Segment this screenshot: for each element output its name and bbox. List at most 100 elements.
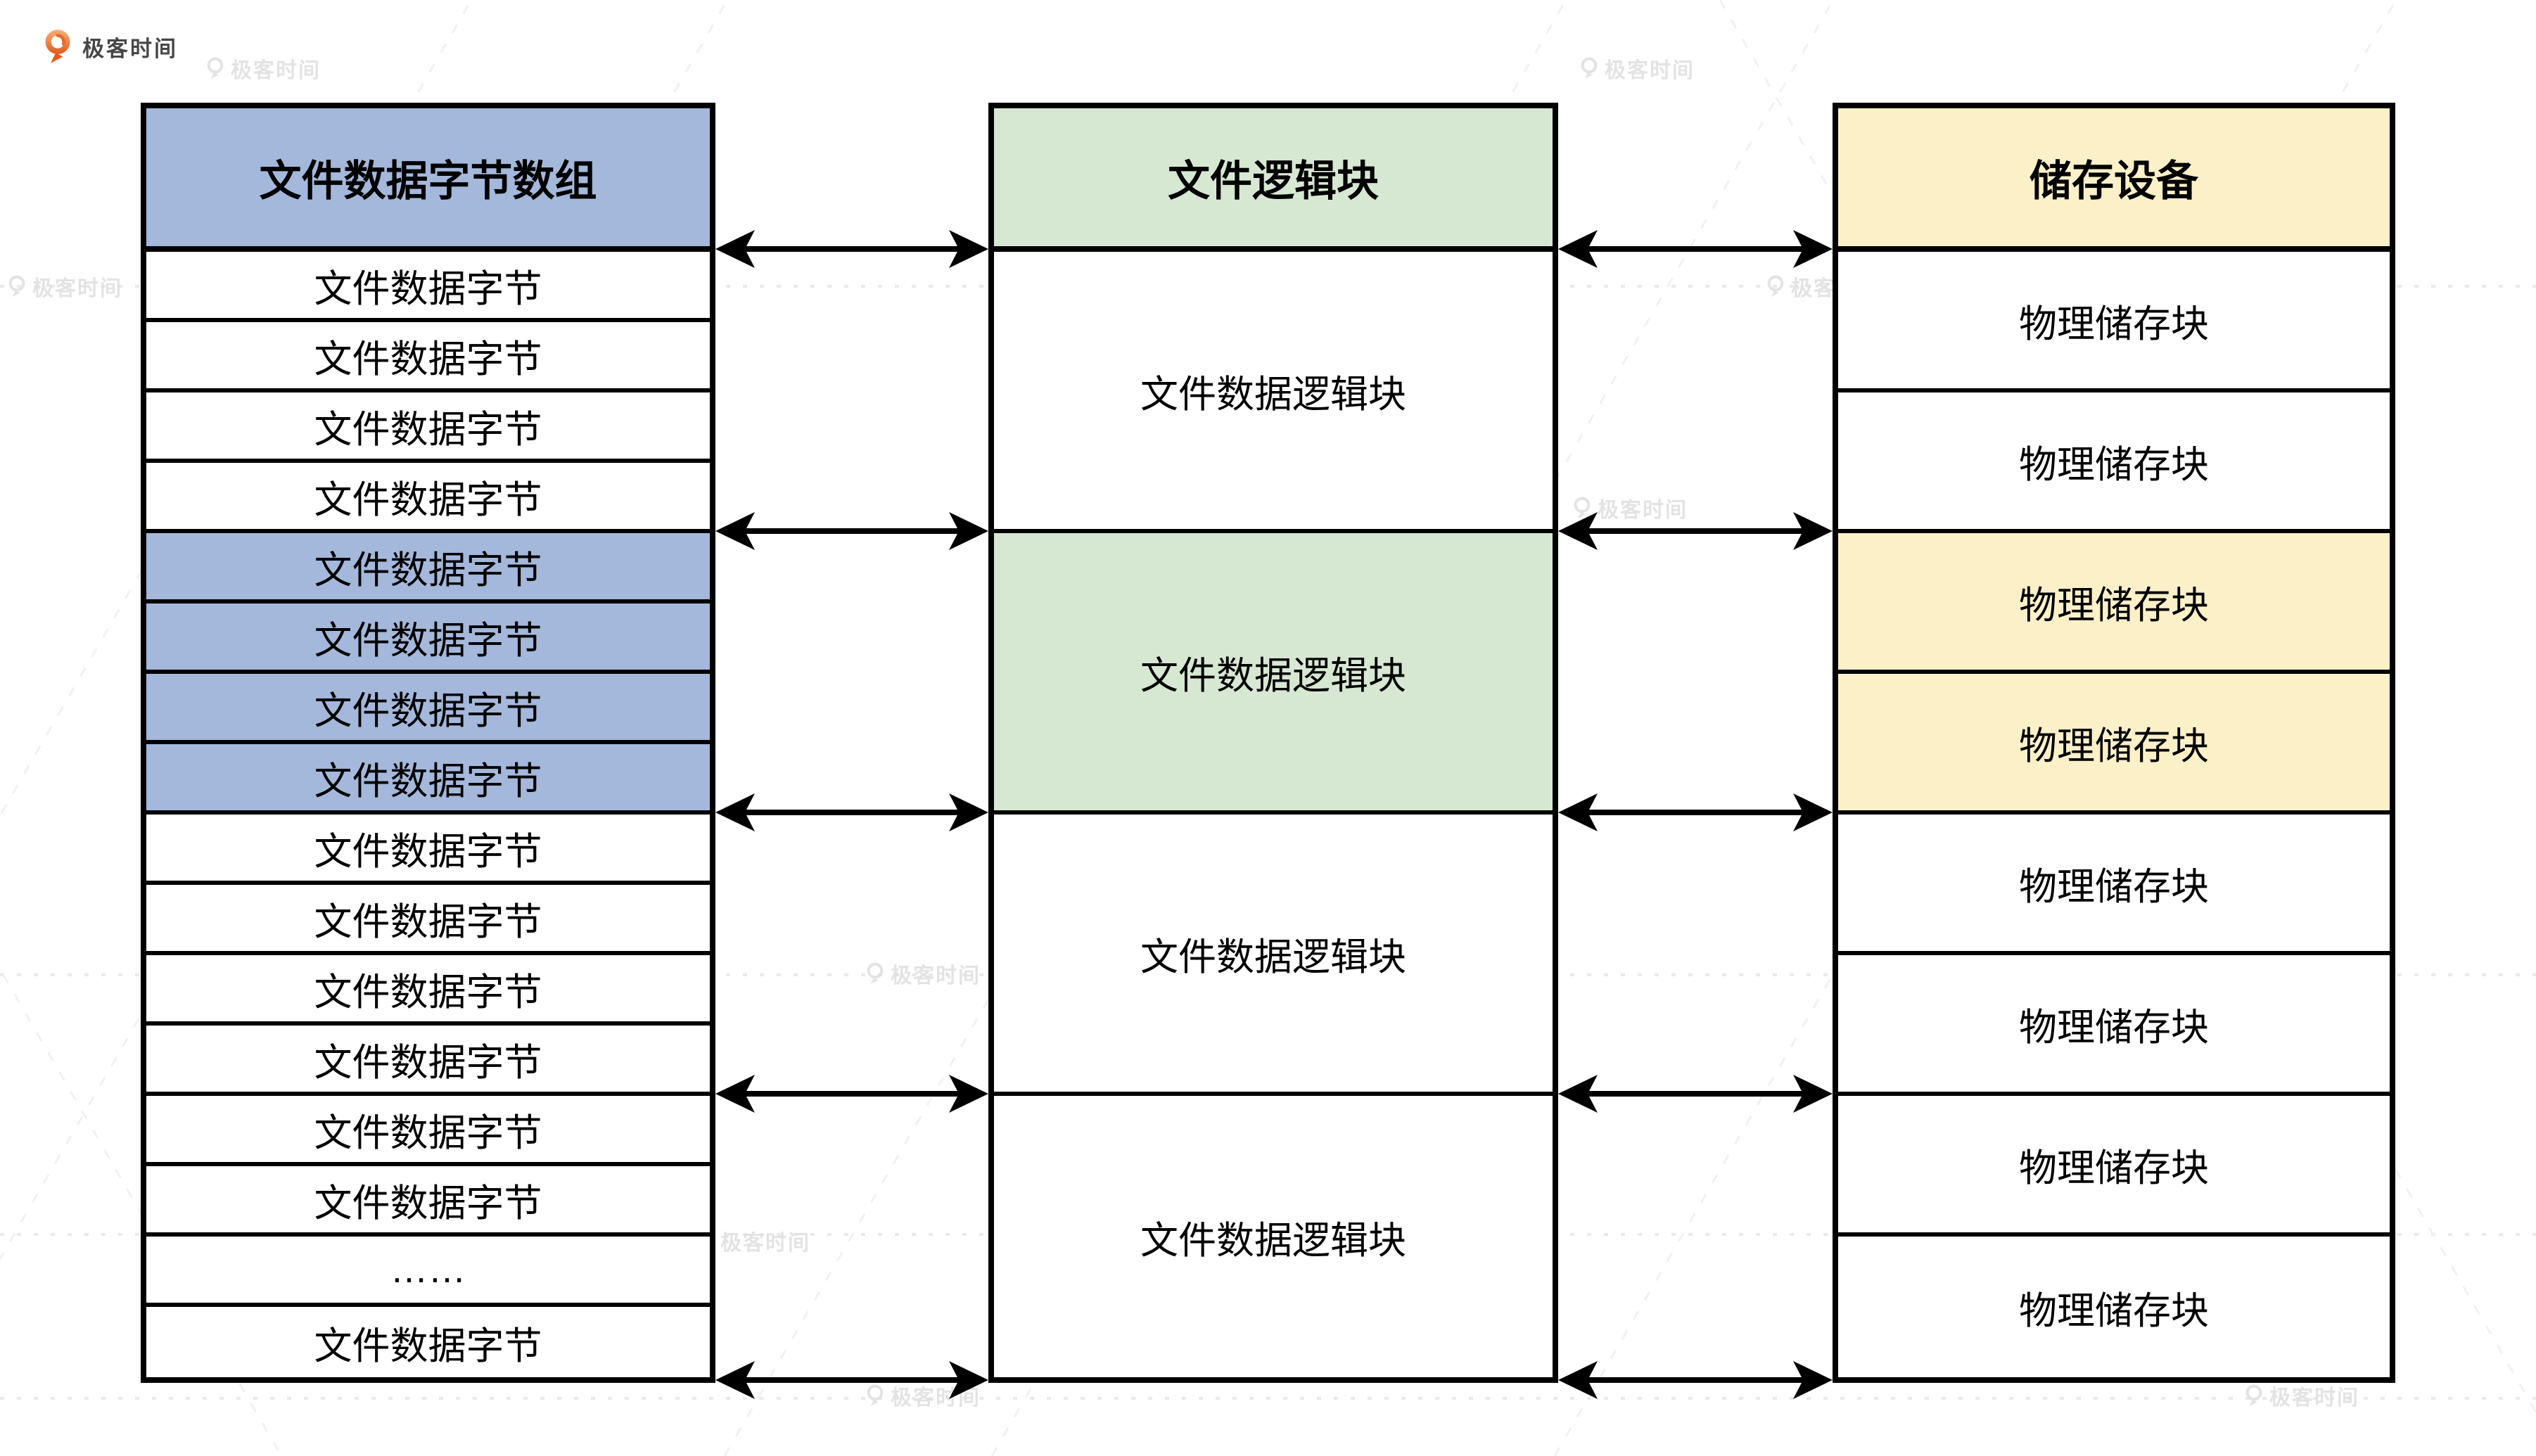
logical-blocks-table: 文件逻辑块 文件数据逻辑块文件数据逻辑块文件数据逻辑块文件数据逻辑块 [988,103,1558,1383]
logical-blocks-cells: 文件数据逻辑块文件数据逻辑块文件数据逻辑块文件数据逻辑块 [994,252,1553,1377]
arrowhead [1558,512,1598,550]
storage-device-table-title: 储存设备 [1838,108,2390,252]
physical-block-cell: 物理储存块 [1838,1096,2390,1237]
arrowhead [715,230,755,268]
arrowhead [1558,1361,1598,1399]
physical-block-cell: 物理储存块 [1838,1237,2390,1377]
logical-block-cell: 文件数据逻辑块 [994,1096,1553,1377]
logical-block-cell-label: 文件数据逻辑块 [1140,1219,1406,1262]
logical-block-cell-label: 文件数据逻辑块 [1140,373,1406,416]
arrowhead [1558,230,1598,268]
geek-time-logo-icon [45,30,70,63]
arrowhead [1793,512,1833,550]
watermark: 极客时间 [2244,1380,2359,1411]
file-byte-row: 文件数据字节 [146,533,710,604]
file-byte-row: 文件数据字节 [146,744,710,815]
watermark: 极客时间 [7,271,122,302]
arrowhead [715,793,755,831]
file-byte-row: 文件数据字节 [146,1096,710,1166]
file-byte-row-label: 文件数据字节 [314,408,542,451]
file-bytes-table-title: 文件数据字节数组 [146,108,710,252]
arrowhead [1793,1361,1833,1399]
arrowhead [949,230,988,268]
watermark-logo-icon [867,1384,884,1407]
arrowhead [949,1361,988,1399]
file-byte-row: 文件数据字节 [146,1307,710,1377]
logical-block-cell: 文件数据逻辑块 [994,252,1553,533]
file-byte-row-label: 文件数据字节 [314,478,542,521]
watermark-text: 极客时间 [2269,1386,2359,1410]
geek-time-logo: 极客时间 [42,27,178,66]
file-byte-row: 文件数据字节 [146,1166,710,1237]
logical-block-cell: 文件数据逻辑块 [994,815,1553,1096]
physical-block-cell-label: 物理储存块 [2019,302,2209,345]
physical-block-cell: 物理储存块 [1838,392,2390,533]
physical-block-cell-label: 物理储存块 [2019,584,2209,627]
watermark: 极客时间 [205,53,321,84]
physical-block-cell-label: 物理储存块 [2019,1289,2209,1332]
watermark: 极客时间 [1572,492,1688,523]
watermark-text: 极客时间 [1598,499,1688,522]
file-byte-row: …… [146,1237,710,1307]
file-bytes-table: 文件数据字节数组 文件数据字节文件数据字节文件数据字节文件数据字节文件数据字节文… [141,103,715,1383]
file-byte-row-label: 文件数据字节 [314,1182,542,1225]
file-byte-row: 文件数据字节 [146,392,710,463]
watermark-text: 极客时间 [1605,59,1695,82]
watermark: 极客时间 [1579,53,1695,84]
physical-block-cell: 物理储存块 [1838,533,2390,674]
watermark-logo-icon [1574,497,1591,519]
file-byte-row: 文件数据字节 [146,1026,710,1096]
file-byte-row-label: 文件数据字节 [314,1324,542,1367]
watermark-logo-icon [2245,1384,2262,1407]
logical-block-cell-label: 文件数据逻辑块 [1140,935,1406,978]
physical-block-cell-label: 物理储存块 [2019,443,2209,486]
arrowhead [1793,793,1833,831]
file-byte-row: 文件数据字节 [146,955,710,1026]
arrowhead [949,1075,988,1113]
arrowhead [1558,793,1598,831]
watermark-text: 极客时间 [720,1232,810,1255]
file-byte-row-label: 文件数据字节 [314,760,542,803]
file-byte-row-label: 文件数据字节 [314,338,542,381]
physical-block-cell: 物理储存块 [1838,955,2390,1096]
watermark-logo-icon [207,57,224,79]
storage-device-table: 储存设备 物理储存块物理储存块物理储存块物理储存块物理储存块物理储存块物理储存块… [1833,103,2395,1383]
file-byte-row-label: 文件数据字节 [314,900,542,943]
watermark-logo-icon [1767,275,1784,298]
file-byte-row-label: 文件数据字节 [314,1111,542,1154]
watermark-logo-icon [8,275,25,298]
logical-block-cell: 文件数据逻辑块 [994,533,1553,815]
file-byte-row: 文件数据字节 [146,674,710,744]
file-byte-row-label: 文件数据字节 [314,267,542,310]
storage-device-cells: 物理储存块物理储存块物理储存块物理储存块物理储存块物理储存块物理储存块物理储存块 [1838,252,2390,1377]
file-byte-row-label: …… [390,1249,466,1291]
file-byte-row-label: 文件数据字节 [314,619,542,662]
arrowhead [949,793,988,831]
arrowhead [1793,230,1833,268]
file-byte-row-label: 文件数据字节 [314,549,542,592]
file-byte-row: 文件数据字节 [146,815,710,885]
file-byte-row: 文件数据字节 [146,252,710,322]
file-byte-row: 文件数据字节 [146,322,710,392]
arrowhead [1558,1075,1598,1113]
physical-block-cell: 物理储存块 [1838,674,2390,815]
arrowhead [949,512,988,550]
arrowhead [1793,1075,1833,1113]
arrowhead [715,1075,755,1113]
file-byte-row-label: 文件数据字节 [314,830,542,873]
file-byte-row-label: 文件数据字节 [314,971,542,1014]
watermark-text: 极客时间 [231,59,321,82]
watermark-text: 极客时间 [32,277,122,300]
watermark-text: 极客时间 [891,964,981,988]
watermark: 极客时间 [865,1380,981,1411]
watermark-text: 极客时间 [891,1386,981,1410]
physical-block-cell-label: 物理储存块 [2019,1147,2209,1189]
arrowhead [715,512,755,550]
watermark-logo-icon [867,962,884,985]
file-byte-row: 文件数据字节 [146,885,710,955]
logical-block-cell-label: 文件数据逻辑块 [1140,654,1406,697]
file-byte-row-label: 文件数据字节 [314,1041,542,1084]
file-byte-row: 文件数据字节 [146,604,710,674]
arrowhead [715,1361,755,1399]
